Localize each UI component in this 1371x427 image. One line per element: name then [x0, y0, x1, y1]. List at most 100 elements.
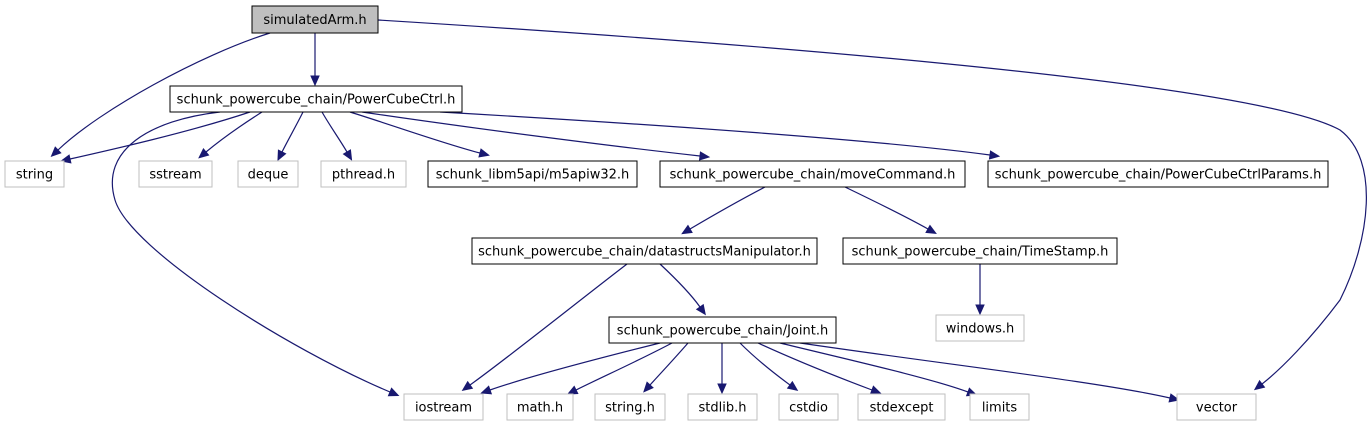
arrowhead-icon — [1168, 393, 1180, 403]
node-label: stdlib.h — [699, 401, 747, 416]
edge-powercubectrl-to-params — [439, 111, 1001, 160]
node-label: deque — [248, 168, 289, 183]
node-box — [659, 160, 966, 188]
node-box — [4, 160, 65, 188]
edges — [50, 19, 1367, 403]
edge-line — [205, 111, 263, 153]
arrowhead-icon — [1253, 379, 1266, 391]
node-label: string.h — [605, 401, 655, 416]
arrowhead-icon — [643, 381, 654, 393]
node-box — [427, 160, 638, 188]
node-windows: windows.h — [935, 314, 1025, 342]
arrowhead-icon — [975, 304, 985, 316]
edge-powercubectrl-to-deque — [277, 111, 304, 162]
arrowhead-icon — [342, 149, 353, 161]
node-label: schunk_powercube_chain/datastructsManipu… — [478, 245, 811, 260]
node-box — [935, 314, 1025, 342]
edge-joint-to-stdlib — [717, 343, 727, 395]
node-joint[interactable]: schunk_powercube_chain/Joint.h — [608, 316, 837, 344]
edge-powercubectrl-to-movecommand — [361, 111, 711, 161]
edge-joint-to-vector — [799, 342, 1180, 403]
node-label: schunk_libm5api/m5apiw32.h — [436, 168, 630, 183]
node-label: schunk_powercube_chain/PowerCubeCtrl.h — [177, 93, 456, 108]
node-box — [403, 393, 484, 421]
edge-movecommand-to-dsmanip — [681, 186, 766, 235]
edge-line — [649, 342, 689, 386]
node-box — [1176, 393, 1257, 421]
edge-joint-to-cstdio — [739, 342, 799, 392]
edge-line — [281, 111, 304, 153]
node-dsmanip[interactable]: schunk_powercube_chain/datastructsManipu… — [471, 237, 818, 265]
arrowhead-icon — [387, 387, 400, 397]
node-string: string — [4, 160, 65, 188]
node-limits: limits — [969, 393, 1030, 421]
edge-powercubectrl-to-string — [60, 111, 251, 164]
arrowhead-icon — [988, 150, 1001, 160]
node-simulatedArm[interactable]: simulatedArm.h — [251, 5, 379, 34]
node-label: limits — [982, 401, 1018, 416]
node-iostream: iostream — [403, 393, 484, 421]
node-box — [969, 393, 1030, 421]
node-box — [778, 393, 839, 421]
node-sstream: sstream — [138, 160, 213, 188]
node-box — [842, 237, 1118, 265]
edge-line — [799, 342, 1171, 399]
node-label: string — [16, 168, 53, 183]
node-pthread: pthread.h — [320, 160, 407, 188]
edge-powercubectrl-to-pthread — [321, 111, 353, 161]
arrowhead-icon — [786, 380, 799, 392]
node-timestamp[interactable]: schunk_powercube_chain/TimeStamp.h — [842, 237, 1118, 265]
node-movecommand[interactable]: schunk_powercube_chain/moveCommand.h — [659, 160, 966, 188]
node-params[interactable]: schunk_powercube_chain/PowerCubeCtrlPara… — [987, 160, 1329, 188]
edge-joint-to-limits — [779, 342, 978, 397]
edge-dsmanip-to-joint — [659, 263, 706, 316]
arrowhead-icon — [277, 149, 287, 162]
edge-line — [349, 111, 481, 154]
edge-movecommand-to-timestamp — [844, 186, 937, 234]
edge-joint-to-stdexcept — [757, 342, 882, 395]
edge-line — [377, 19, 1367, 385]
node-label: schunk_powercube_chain/PowerCubeCtrlPara… — [995, 168, 1322, 183]
node-m5apiw32[interactable]: schunk_libm5api/m5apiw32.h — [427, 160, 638, 188]
node-cstdio: cstdio — [778, 393, 839, 421]
edge-line — [57, 32, 271, 151]
edge-powercubectrl-to-iostream — [111, 111, 400, 397]
node-box — [687, 393, 758, 421]
node-label: simulatedArm.h — [263, 13, 366, 28]
node-label: schunk_powercube_chain/TimeStamp.h — [852, 245, 1109, 260]
arrowhead-icon — [681, 224, 693, 235]
arrowhead-icon — [717, 383, 727, 395]
node-box — [320, 160, 407, 188]
edge-timestamp-to-windows — [975, 264, 985, 316]
node-label: vector — [1196, 401, 1238, 416]
edge-simulatedArm-to-string — [50, 32, 271, 158]
node-box — [987, 160, 1329, 188]
arrowhead-icon — [461, 380, 474, 391]
edge-line — [439, 111, 991, 156]
node-box — [237, 160, 299, 188]
arrowhead-icon — [198, 148, 210, 159]
node-label: schunk_powercube_chain/moveCommand.h — [670, 168, 956, 183]
node-powercubectrl[interactable]: schunk_powercube_chain/PowerCubeCtrl.h — [169, 85, 463, 113]
edge-line — [69, 111, 251, 160]
node-box — [138, 160, 213, 188]
edge-line — [489, 342, 661, 391]
node-label: stdexcept — [870, 401, 934, 416]
edge-simulatedArm-to-vector — [377, 19, 1367, 391]
node-box — [608, 316, 837, 344]
arrowhead-icon — [478, 148, 490, 158]
nodes: simulatedArm.h schunk_powercube_chain/Pow… — [4, 5, 1329, 421]
node-label: windows.h — [946, 322, 1014, 337]
edge-line — [739, 342, 791, 386]
edge-joint-to-iostream — [480, 342, 661, 395]
edge-simulatedArm-to-powercubectrl — [310, 33, 320, 87]
node-vector: vector — [1176, 393, 1257, 421]
node-label: cstdio — [789, 401, 828, 416]
node-box — [506, 393, 574, 421]
edge-line — [321, 111, 348, 153]
node-box — [471, 237, 818, 265]
edge-line — [659, 263, 701, 308]
node-box — [169, 85, 463, 113]
edge-line — [844, 186, 929, 230]
